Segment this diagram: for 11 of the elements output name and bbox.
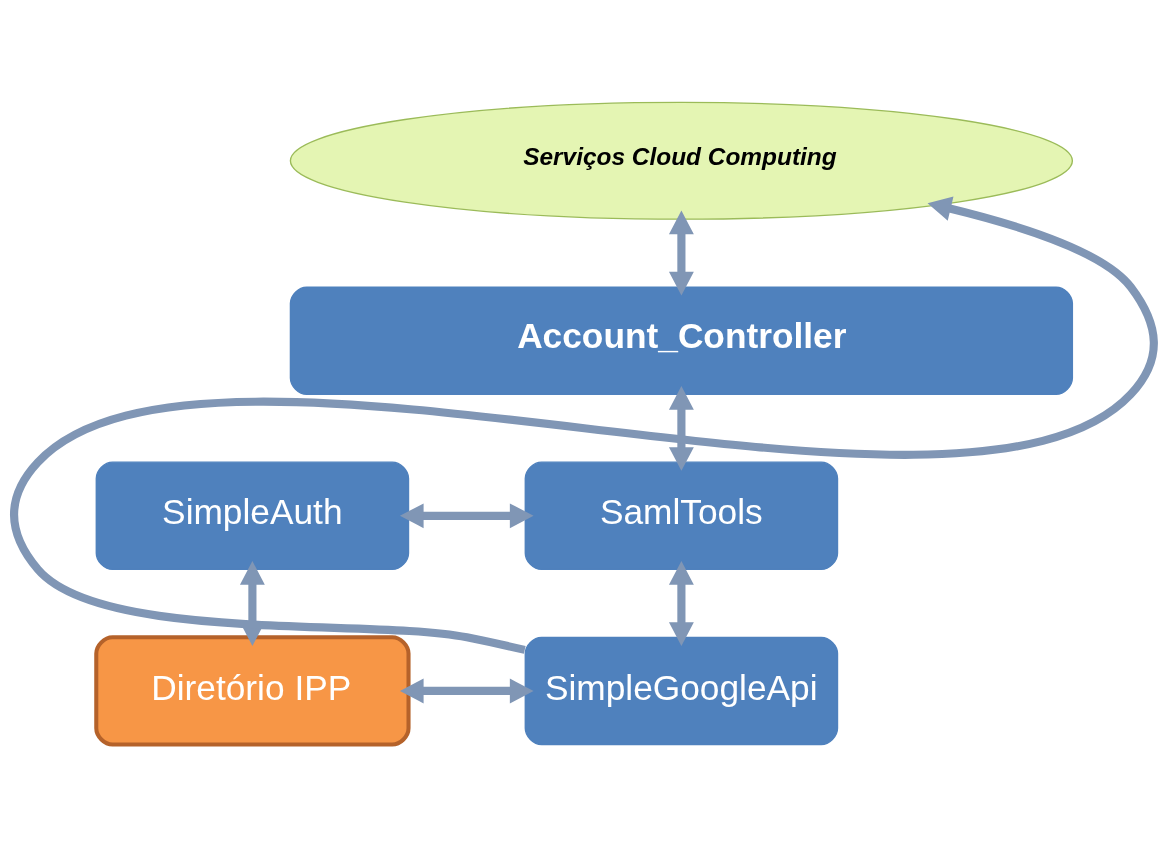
node-box: SimpleGoogleApi (524, 636, 839, 746)
arrow (668, 385, 694, 471)
node-box: Account_Controller (289, 286, 1074, 395)
node-box: SamlTools (524, 461, 839, 571)
arrow (399, 678, 534, 704)
node-box: SimpleAuth (95, 461, 410, 571)
arrow (399, 503, 534, 529)
arrow (10, 196, 1158, 654)
node-box: Diretório IPP (94, 635, 411, 747)
arrow (668, 561, 694, 646)
arrow (668, 210, 694, 296)
